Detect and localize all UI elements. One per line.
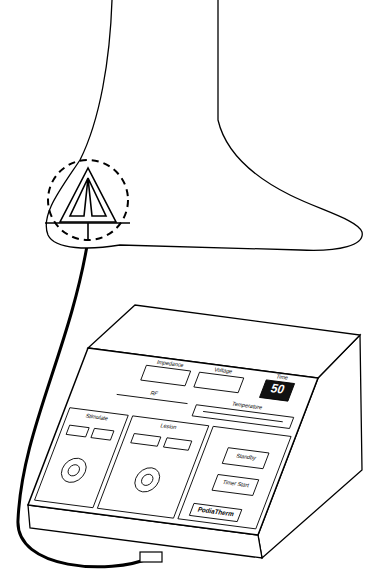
connector (140, 552, 162, 562)
section-label: Lesion (130, 419, 207, 435)
scale-label: Temperature (215, 399, 279, 413)
foot-outline (46, 0, 362, 250)
button-label: Timer Start (214, 478, 257, 489)
button-label: Standby (225, 451, 268, 462)
device-panel (28, 348, 318, 535)
section-label: Stimulate (67, 411, 126, 424)
treatment-circle (48, 160, 128, 240)
scale-label: RF (144, 390, 164, 398)
electrode (45, 168, 130, 240)
